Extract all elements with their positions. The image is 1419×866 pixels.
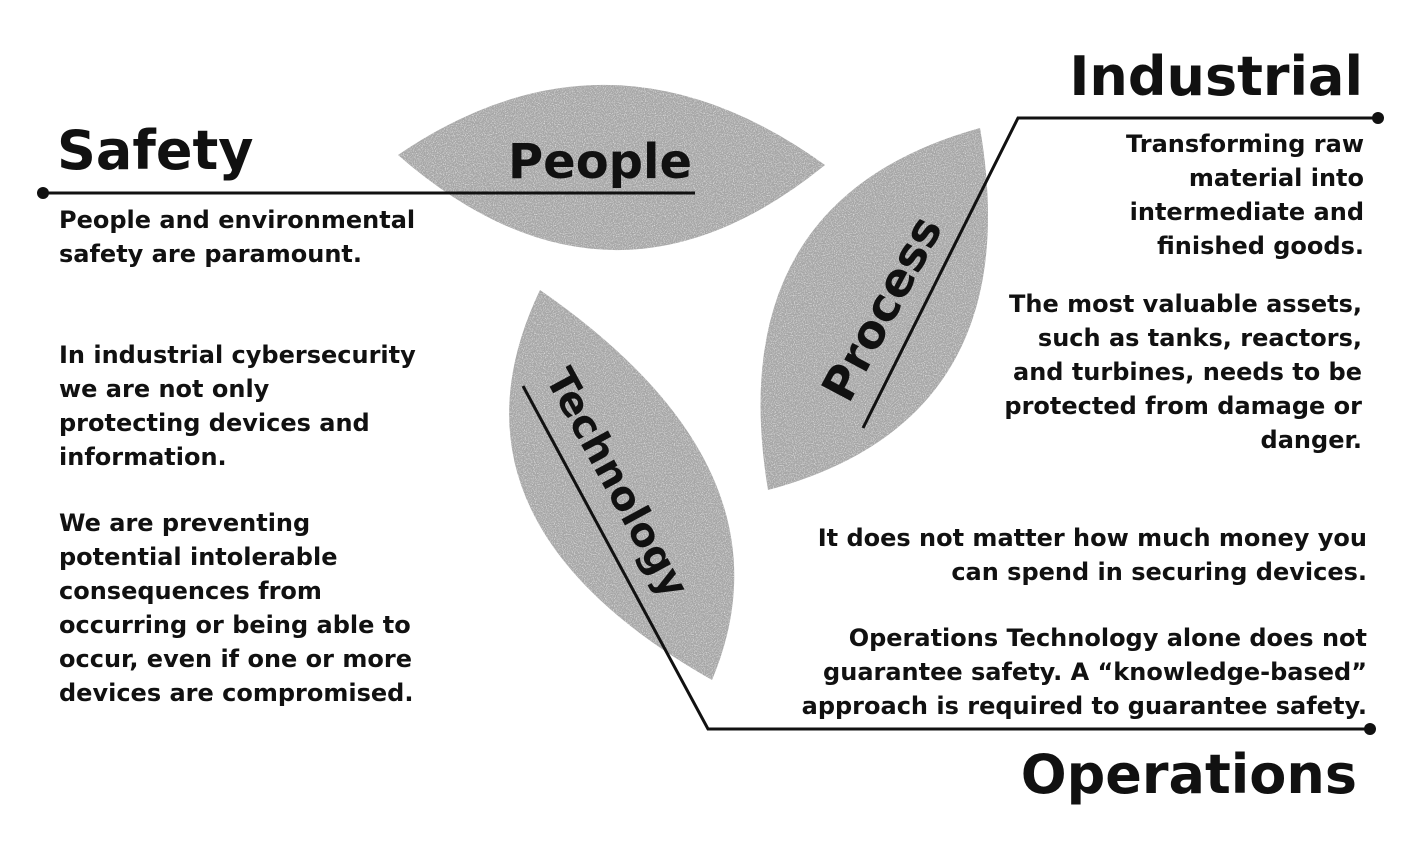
safety-paragraph-3: We are preventing potential intolerable …	[59, 509, 414, 707]
safety-paragraph-1: People and environmental safety are para…	[59, 206, 416, 268]
industrial-connector-dot	[1372, 112, 1384, 124]
industrial-paragraph-1: Transforming raw material into intermedi…	[1126, 130, 1364, 260]
operations-connector-dot	[1364, 723, 1376, 735]
safety-title: Safety	[57, 119, 254, 182]
industrial-title: Industrial	[1069, 45, 1363, 108]
operations-title: Operations	[1020, 743, 1357, 806]
people-leaf	[398, 84, 825, 251]
operations-paragraph-1: It does not matter how much money you ca…	[817, 524, 1367, 586]
operations-paragraph-2: Operations Technology alone does not gua…	[801, 624, 1367, 720]
safety-paragraph-2: In industrial cybersecurity we are not o…	[59, 341, 416, 471]
industrial-paragraph-2: The most valuable assets, such as tanks,…	[1004, 290, 1362, 454]
safety-connector-dot	[37, 187, 49, 199]
technology-leaf	[509, 290, 735, 680]
industrial-connector-line	[861, 116, 1378, 429]
people-label: People	[508, 134, 692, 190]
process-leaf	[760, 128, 989, 490]
operations-connector-line	[521, 385, 1370, 731]
